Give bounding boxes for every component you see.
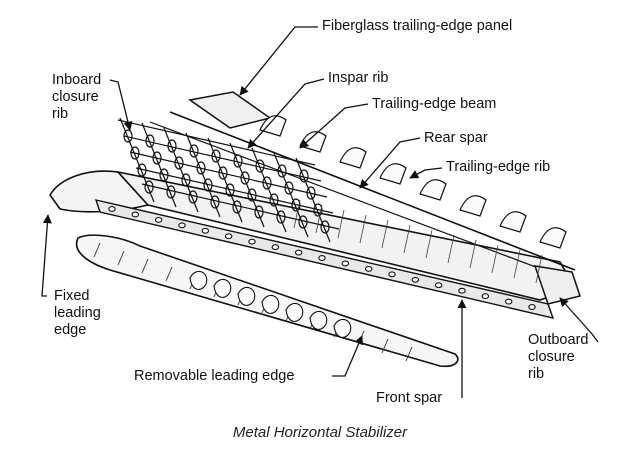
leader-inspar bbox=[247, 78, 325, 149]
label-trailing-edge-rib: Trailing-edge rib bbox=[446, 159, 551, 175]
spar-hole bbox=[271, 244, 280, 251]
label-trailing-edge-beam: Trailing-edge beam bbox=[372, 96, 497, 112]
leading-edge-rib bbox=[333, 318, 352, 338]
skin-line bbox=[513, 249, 521, 279]
leading-edge-rib bbox=[237, 286, 256, 306]
skin-line bbox=[469, 239, 477, 269]
rib-cross-member bbox=[135, 167, 334, 214]
leader-lines bbox=[41, 26, 599, 398]
rib-hole bbox=[130, 146, 140, 160]
skin-line bbox=[315, 204, 323, 234]
leader-fixed-le bbox=[41, 214, 52, 297]
spar-hole bbox=[224, 233, 233, 240]
skin-line bbox=[425, 229, 433, 259]
trailing-edge-rib-piece bbox=[539, 227, 567, 249]
spar-hole bbox=[504, 298, 513, 305]
leading-edge-line bbox=[117, 250, 125, 266]
trailing-edge-rib-piece bbox=[259, 115, 287, 137]
leader-te-rib bbox=[409, 167, 443, 179]
leading-edge-ribs bbox=[189, 270, 352, 338]
skin-line bbox=[535, 254, 543, 284]
spar-hole bbox=[131, 211, 140, 218]
spar-hole bbox=[364, 265, 373, 272]
front-spar-holes bbox=[108, 206, 536, 310]
trailing-edge-rib-piece bbox=[379, 163, 407, 185]
label-fiberglass-panel: Fiberglass trailing-edge panel bbox=[322, 18, 513, 34]
leading-edge-line bbox=[93, 242, 101, 258]
spar-hole bbox=[108, 206, 116, 212]
skin-line bbox=[381, 219, 389, 249]
leading-edge-rib bbox=[213, 278, 232, 298]
trailing-edge-rib-piece bbox=[499, 211, 527, 233]
leading-edge-rib bbox=[261, 294, 280, 314]
spar-hole bbox=[434, 282, 443, 289]
trailing-edge-beam-line bbox=[169, 111, 576, 271]
leader-outboard bbox=[559, 297, 599, 343]
rib-cross-member bbox=[141, 183, 340, 230]
rib-hole bbox=[174, 156, 184, 170]
figure-caption: Metal Horizontal Stabilizer bbox=[232, 424, 408, 441]
skin-line bbox=[337, 209, 345, 239]
spar-hole bbox=[341, 260, 350, 267]
trailing-edge-rib-piece bbox=[339, 147, 367, 169]
spar-hole bbox=[481, 293, 490, 300]
rib-cross-member bbox=[129, 151, 328, 198]
label-fixed-leading-edge: Fixed leading edge bbox=[54, 288, 101, 338]
label-outboard-closure-rib: Outboard closure rib bbox=[528, 332, 589, 382]
spar-hole bbox=[318, 255, 326, 261]
skin-line bbox=[447, 234, 455, 264]
leader-inboard bbox=[109, 79, 133, 131]
label-inspar-rib: Inspar rib bbox=[328, 70, 389, 86]
spar-hole bbox=[178, 222, 186, 229]
skin-line bbox=[491, 244, 499, 274]
leading-edge-line bbox=[141, 258, 149, 274]
leading-edge-rib bbox=[285, 302, 304, 322]
leading-edge-line bbox=[405, 346, 413, 362]
spar-hole bbox=[154, 216, 163, 223]
trailing-edge-rib-piece bbox=[299, 131, 327, 153]
spar-hole bbox=[528, 304, 536, 310]
leader-rear-spar bbox=[359, 137, 421, 189]
skin-line bbox=[403, 224, 411, 254]
spar-hole bbox=[388, 271, 396, 278]
leading-edge-rib bbox=[309, 310, 328, 330]
label-rear-spar: Rear spar bbox=[424, 130, 488, 146]
fiberglass-panel-shape bbox=[188, 91, 272, 129]
label-front-spar: Front spar bbox=[376, 390, 443, 406]
trailing-edge-ribs bbox=[259, 115, 567, 249]
rib-hole bbox=[218, 166, 228, 180]
leader-removable bbox=[332, 335, 363, 377]
rib-hole bbox=[152, 151, 162, 165]
leading-edge-line bbox=[165, 266, 173, 282]
skin-line bbox=[359, 214, 367, 244]
leading-edge-line bbox=[381, 338, 389, 354]
spar-hole bbox=[411, 276, 420, 283]
spar-hole bbox=[201, 227, 210, 234]
trailing-edge-rib-piece bbox=[459, 195, 487, 217]
rib-hole bbox=[262, 176, 272, 190]
outboard-closure-rib-shape bbox=[533, 265, 581, 305]
rib-hole bbox=[196, 161, 206, 175]
spar-hole bbox=[294, 249, 303, 256]
leading-edge-rib bbox=[189, 270, 208, 290]
leader-fiberglass bbox=[239, 26, 318, 96]
spar-hole bbox=[458, 287, 466, 294]
rib-hole bbox=[240, 171, 250, 185]
label-inboard-closure-rib: Inboard closure rib bbox=[52, 72, 102, 122]
label-removable-leading-edge: Removable leading edge bbox=[134, 368, 295, 384]
trailing-edge-rib-piece bbox=[419, 179, 447, 201]
leader-te-beam bbox=[299, 103, 369, 149]
skin-line bbox=[293, 199, 301, 229]
rib-cross-member bbox=[117, 119, 316, 166]
skin-lines bbox=[293, 199, 543, 284]
spar-hole bbox=[248, 238, 256, 245]
